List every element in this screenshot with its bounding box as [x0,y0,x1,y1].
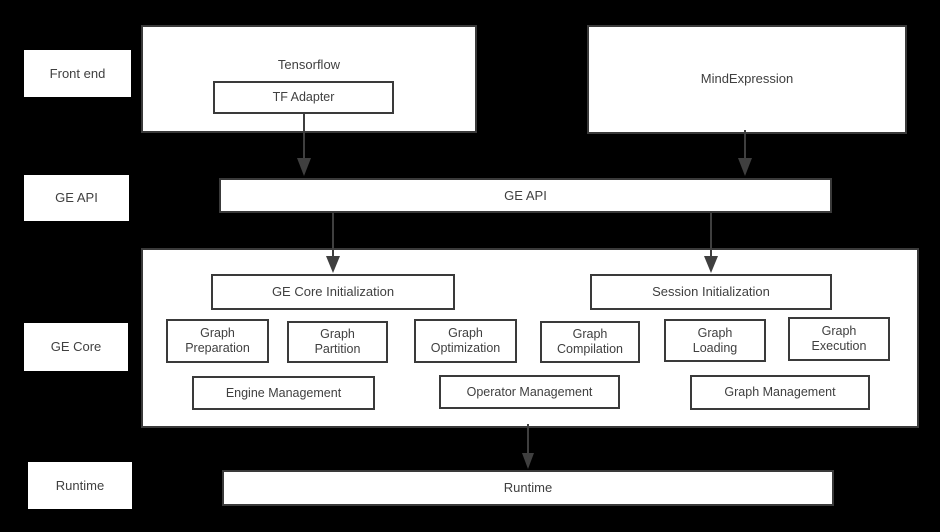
tensorflow-title: Tensorflow [277,57,341,72]
graph-management-box[interactable]: Graph Management [690,375,870,410]
arrowhead-tf-adapter-to-ge-api [297,158,311,176]
ge-api-bar[interactable]: GE API [219,178,832,213]
arrowhead-ge-core-to-runtime [522,453,534,469]
mindexpression-container[interactable]: MindExpression [587,25,907,134]
arrowhead-ge-api-to-ge-core-init [326,256,340,273]
tf-adapter-box[interactable]: TF Adapter [213,81,394,114]
graph-partition-box[interactable]: Graph Partition [287,321,388,363]
ge-core-initialization-box[interactable]: GE Core Initialization [211,274,455,310]
engine-management-box[interactable]: Engine Management [192,376,375,410]
arrowhead-ge-api-to-session-init [704,256,718,273]
graph-execution-box[interactable]: Graph Execution [788,317,890,361]
operator-management-box[interactable]: Operator Management [439,375,620,409]
tensorflow-container[interactable]: Tensorflow [141,25,477,133]
stage-label-front-end: Front end [24,50,131,97]
arrowhead-mindexpression-to-ge-api [738,158,752,176]
graph-optimization-box[interactable]: Graph Optimization [414,319,517,363]
stage-label-ge-api: GE API [24,175,129,221]
graph-loading-box[interactable]: Graph Loading [664,319,766,362]
session-initialization-box[interactable]: Session Initialization [590,274,832,310]
stage-label-ge-core: GE Core [24,323,128,371]
graph-preparation-box[interactable]: Graph Preparation [166,319,269,363]
runtime-bar[interactable]: Runtime [222,470,834,506]
mindexpression-title: MindExpression [700,71,794,86]
stage-label-runtime: Runtime [28,462,132,509]
graph-compilation-box[interactable]: Graph Compilation [540,321,640,363]
